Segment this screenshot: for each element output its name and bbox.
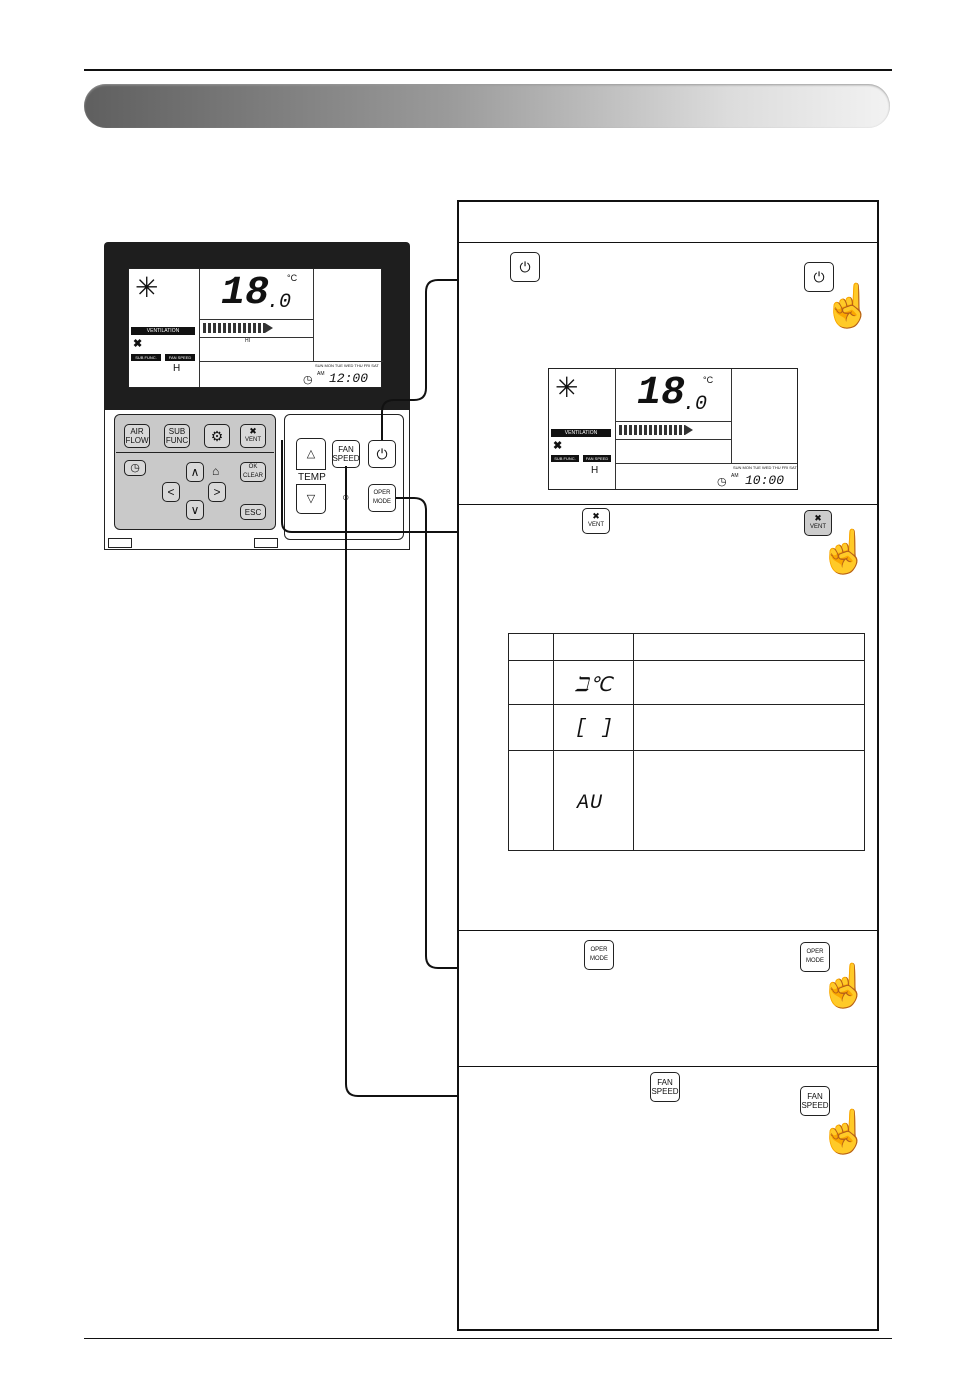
remote-lcd: ✳ 18 .0 °C HI VENTILATION ✖ SUB FUNC. FA… <box>128 268 383 388</box>
step4-fan-speed-key: FAN SPEED <box>650 1072 680 1102</box>
settings-button[interactable]: ⚙ <box>204 424 230 448</box>
oper-mode-button[interactable]: OPER MODE <box>368 484 396 512</box>
triangle-up-icon: △ <box>306 447 316 460</box>
temp-down-button[interactable]: ▽ <box>296 484 326 514</box>
top-rule <box>84 69 892 71</box>
lcd-clock: 12:00 <box>329 371 369 386</box>
procedure-panel <box>457 200 879 1331</box>
lcd2-temperature-decimal: .0 <box>683 393 708 416</box>
fan-bar-label: HI <box>245 338 250 344</box>
lcd-unit: °C <box>287 273 298 283</box>
ok-clear-button[interactable]: OK CLEAR <box>240 462 266 482</box>
fan-bar <box>619 425 685 435</box>
mode-symbol-normal: [ ] <box>575 717 615 740</box>
lcd-fan-speed-label: FAN SPEED <box>165 354 195 361</box>
section-banner <box>84 84 890 128</box>
lcd2-clock: 10:00 <box>745 473 785 488</box>
lcd2-days: SUN MON TUE WED THU FRI SAT <box>733 465 797 470</box>
ventilation-mode-table: ℶ℃ [ ] AU <box>508 633 865 851</box>
chevron-up-icon: ∧ <box>190 464 200 479</box>
clock-icon: ◷ <box>303 374 313 386</box>
gear-icon: ⚙ <box>210 427 224 444</box>
right-button[interactable]: > <box>208 482 226 502</box>
right-key-panel <box>284 414 404 540</box>
pointing-hand-icon: ☝ <box>818 962 871 1009</box>
step1-lcd: ✳ 18 .0 °C VENTILATION ✖ SUB FUNC. FAN S… <box>548 368 798 490</box>
chevron-right-icon: > <box>213 484 221 499</box>
chevron-down-icon: ∨ <box>190 502 200 517</box>
lcd2-ventilation-label: VENTILATION <box>551 429 611 437</box>
triangle-down-icon: ▽ <box>306 492 316 505</box>
cool-mode-icon: ✳ <box>555 372 579 403</box>
ventilation-icon: ✖ <box>553 440 563 452</box>
lcd2-unit: °C <box>703 375 714 385</box>
lcd-temperature-decimal: .0 <box>267 291 292 314</box>
step1-press-power: ⏻ <box>804 262 834 292</box>
temp-label: TEMP <box>298 472 326 483</box>
power-icon: ⏻ <box>813 268 825 285</box>
vent-button[interactable]: ✖VENT <box>240 424 266 448</box>
down-button[interactable]: ∨ <box>186 500 204 520</box>
ventilation-icon: ✖ <box>814 513 822 523</box>
bottom-rule <box>84 1338 892 1339</box>
step2-press-vent: ✖VENT <box>804 510 832 536</box>
temp-up-button[interactable]: △ <box>296 438 326 470</box>
step4-press-fan-speed: FAN SPEED <box>800 1086 830 1116</box>
step2-vent-key: ✖VENT <box>582 508 610 534</box>
lcd2-fan-speed-label: FAN SPEED <box>583 455 611 462</box>
lcd-sub-func-label: SUB FUNC. <box>131 354 161 361</box>
mode-symbol-heat-exchange: ℶ℃ <box>575 675 613 698</box>
fan-speed-button[interactable]: FAN SPEED <box>332 440 360 468</box>
power-icon: ⏻ <box>376 445 388 462</box>
air-flow-button[interactable]: AIR FLOW <box>124 424 150 448</box>
ventilation-icon: ✖ <box>592 511 600 521</box>
lcd2-am: AM <box>731 473 739 479</box>
ventilation-icon: ✖ <box>249 426 257 436</box>
lcd-am: AM <box>317 371 325 377</box>
lcd2-sub-func-label: SUB FUNC. <box>551 455 579 462</box>
power-icon: ⏻ <box>519 258 531 275</box>
esc-button[interactable]: ESC <box>240 504 266 520</box>
step1-power-key: ⏻ <box>510 252 540 282</box>
fan-bar <box>203 323 265 333</box>
remote-controller: ✳ 18 .0 °C HI VENTILATION ✖ SUB FUNC. FA… <box>104 242 410 550</box>
power-button[interactable]: ⏻ <box>368 440 396 468</box>
left-button[interactable]: < <box>162 482 180 502</box>
pointing-hand-icon: ☝ <box>818 1108 871 1155</box>
ventilation-icon: ✖ <box>133 338 143 350</box>
sub-func-button[interactable]: SUB FUNC <box>164 424 190 448</box>
lcd-days: SUN MON TUE WED THU FRI SAT <box>315 363 379 368</box>
step3-oper-mode-key: OPER MODE <box>584 940 614 970</box>
clock-icon: ◷ <box>130 461 140 474</box>
lcd2-fan-level: H <box>591 465 599 476</box>
pointing-hand-icon: ☝ <box>822 282 875 329</box>
home-icon: ⌂ <box>212 464 220 478</box>
lcd2-temperature: 18 <box>637 371 686 416</box>
lcd-fan-level: H <box>173 363 181 374</box>
clock-icon: ◷ <box>717 476 727 488</box>
step3-press-oper-mode: OPER MODE <box>800 942 830 972</box>
cool-mode-icon: ✳ <box>135 272 159 303</box>
pointing-hand-icon: ☝ <box>818 528 871 575</box>
up-button[interactable]: ∧ <box>186 462 204 482</box>
lcd-ventilation-label: VENTILATION <box>131 327 195 335</box>
lcd-temperature: 18 <box>221 271 270 316</box>
mode-symbol-auto: AU <box>577 792 604 815</box>
timer-button[interactable]: ◷ <box>124 460 146 476</box>
chevron-left-icon: < <box>167 484 175 499</box>
